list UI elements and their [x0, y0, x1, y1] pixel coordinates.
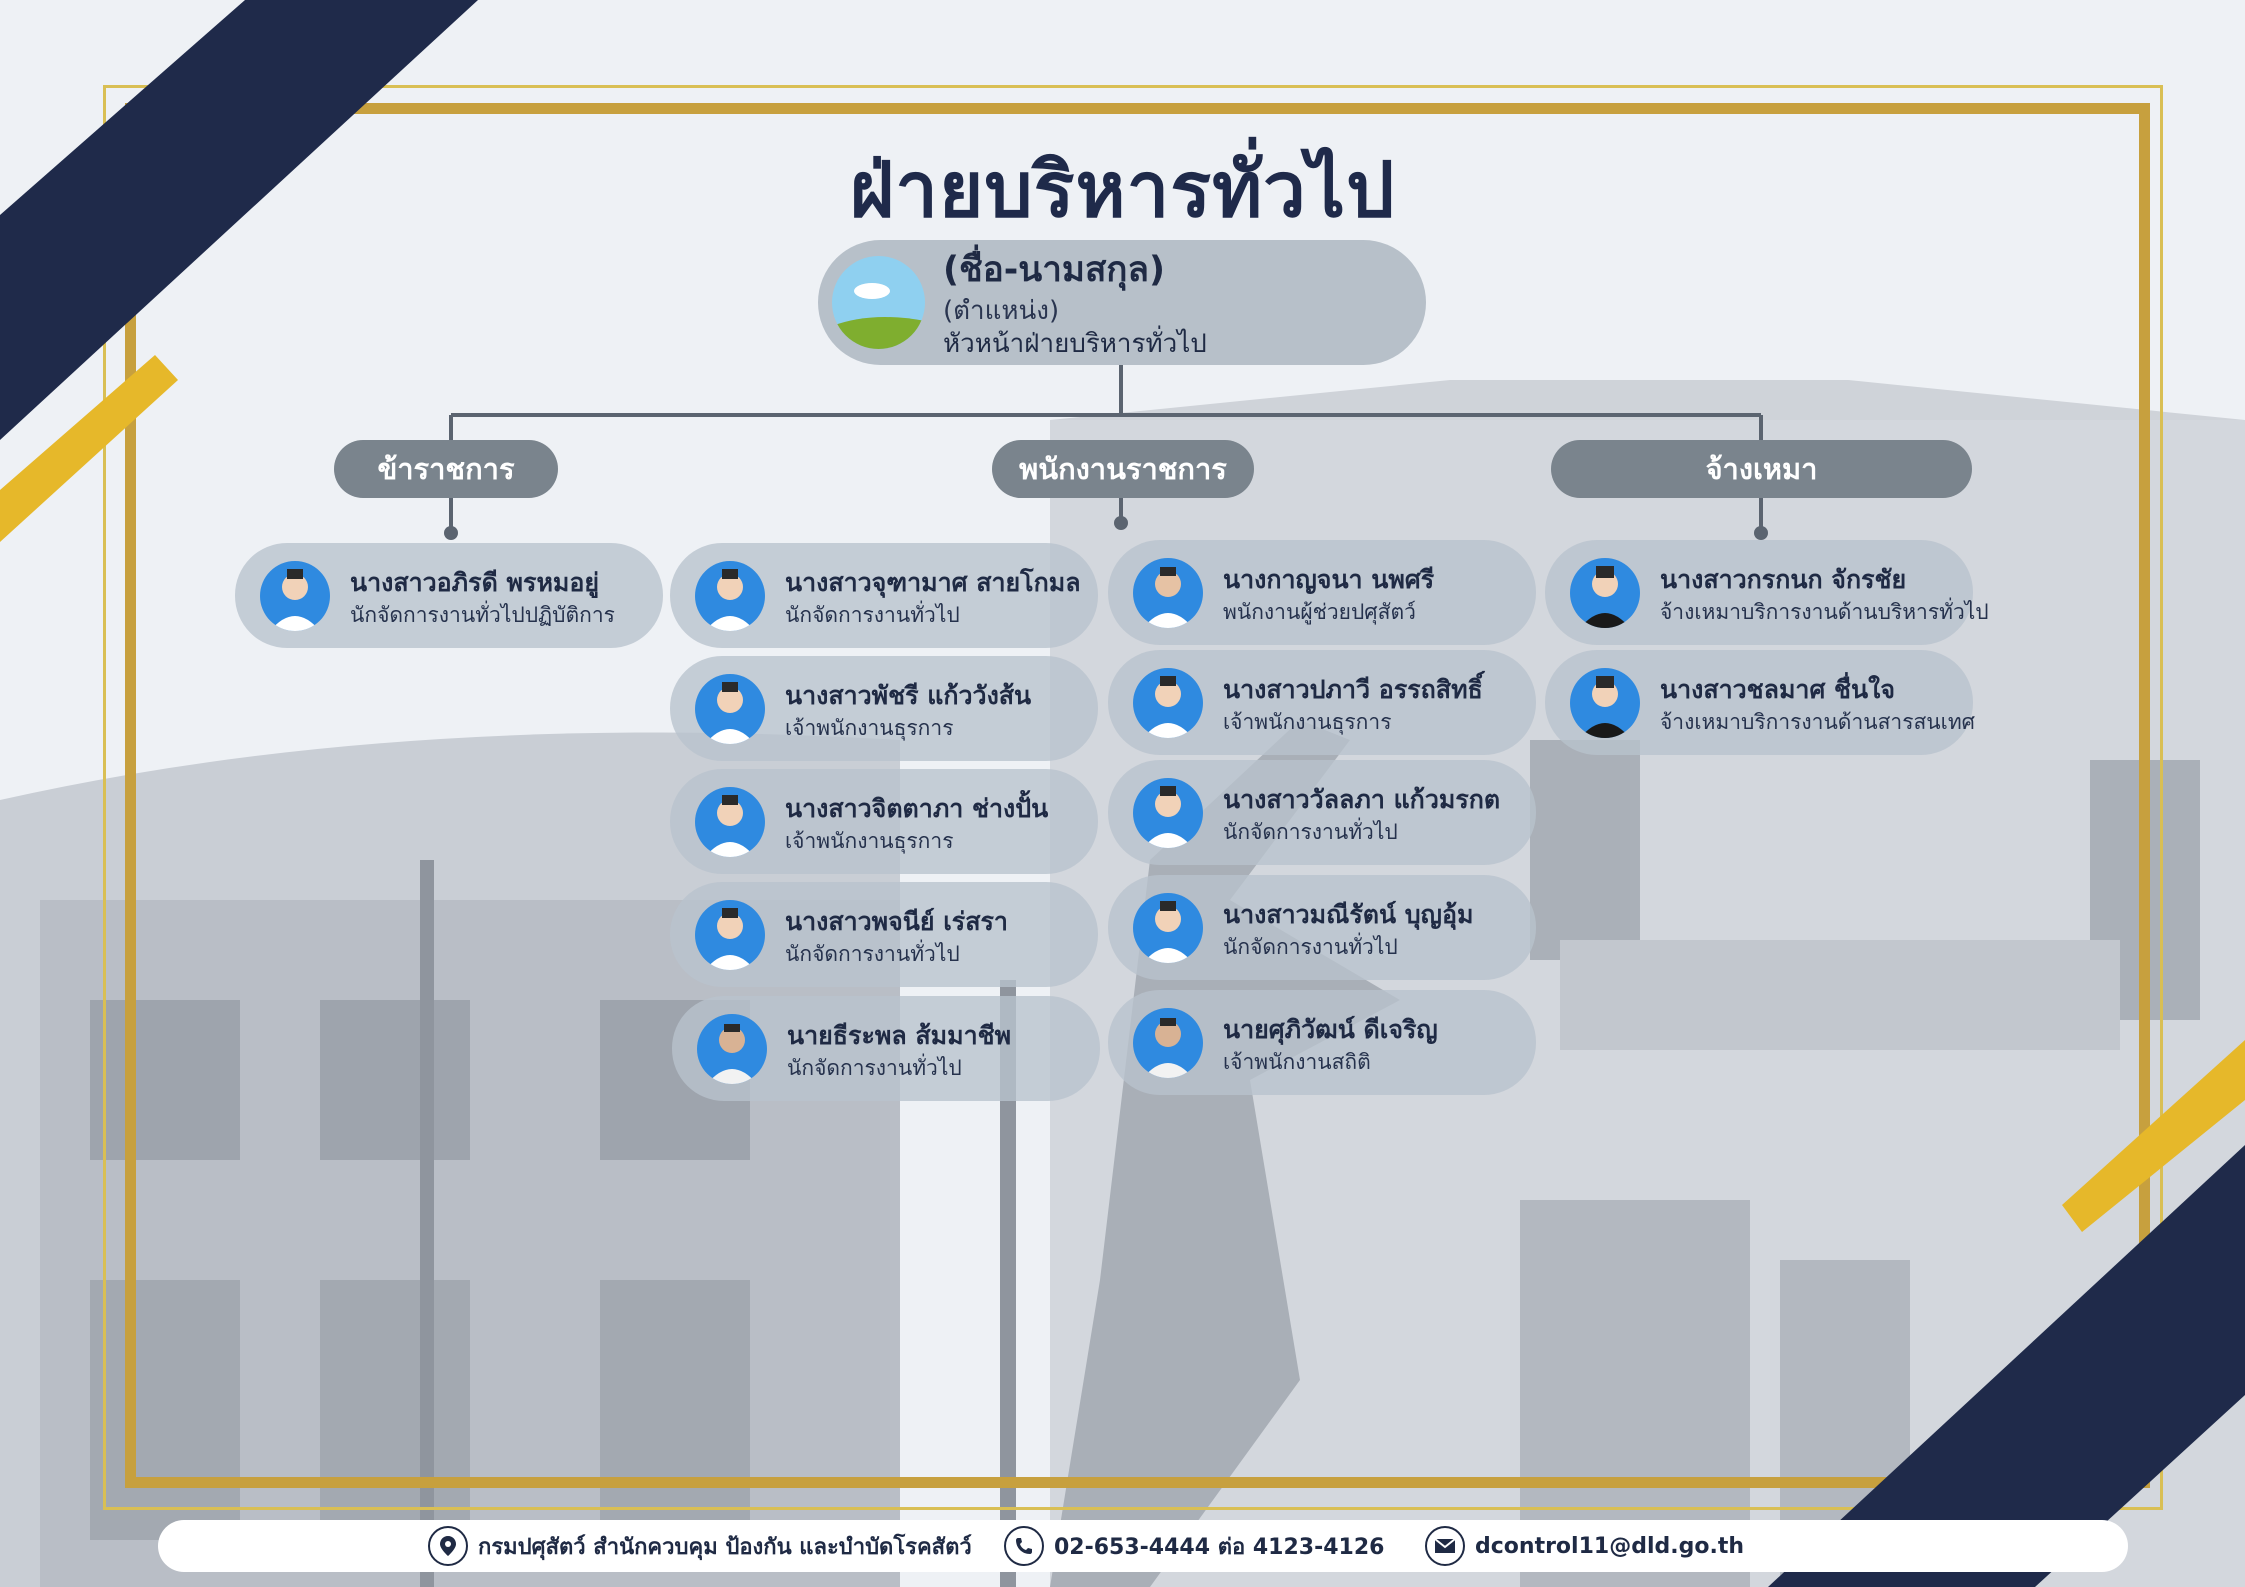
staff-photo-avatar — [695, 674, 765, 744]
staff-name: นางสาวจุฑามาศ สายโกมล — [785, 568, 1081, 597]
staff-name: นางสาวพจนีย์ เร่สรา — [785, 907, 1008, 936]
staff-position: นักจัดการงานทั่วไป — [785, 603, 960, 627]
head-card: (ชื่อ-นามสกุล) (ตำแหน่ง) หัวหน้าฝ่ายบริห… — [818, 240, 1426, 365]
staff-card: นางสาวอภิรดี พรหมอยู่ นักจัดการงานทั่วไป… — [235, 543, 663, 648]
head-placeholder-avatar — [832, 256, 925, 349]
head-name: (ชื่อ-นามสกุล) — [943, 250, 1165, 290]
staff-position: นักจัดการงานทั่วไป — [785, 942, 960, 966]
staff-photo-avatar — [1570, 558, 1640, 628]
staff-position: เจ้าพนักงานสถิติ — [1223, 1050, 1371, 1074]
staff-position: จ้างเหมาบริการงานด้านสารสนเทศ — [1660, 710, 1975, 734]
footer-phone-text: 02-653-4444 ต่อ 4123-4126 — [1054, 1534, 1385, 1560]
staff-position: เจ้าพนักงานธุรการ — [1223, 710, 1392, 734]
head-position: (ตำแหน่ง) — [943, 296, 1060, 326]
staff-name: นายศุภิวัฒน์ ดีเจริญ — [1223, 1015, 1438, 1044]
footer-bar — [158, 1520, 2128, 1572]
staff-photo-avatar — [1133, 1008, 1203, 1078]
footer-address-text: กรมปศุสัตว์ สำนักควบคุม ป้องกัน และบำบัด… — [478, 1534, 972, 1560]
staff-name: นางสาวชลมาศ ชื่นใจ — [1660, 675, 1895, 704]
staff-name: นางสาวมณีรัตน์ บุญอุ้ม — [1223, 900, 1474, 929]
staff-name: นางสาวกรกนก จักรชัย — [1660, 565, 1907, 594]
staff-position: นักจัดการงานทั่วไป — [1223, 935, 1398, 959]
staff-name: นางสาวอภิรดี พรหมอยู่ — [350, 568, 600, 597]
outer-gold-frame — [103, 85, 2163, 1510]
staff-card: นายศุภิวัฒน์ ดีเจริญ เจ้าพนักงานสถิติ — [1108, 990, 1536, 1095]
staff-photo-avatar — [697, 1014, 767, 1084]
staff-name: นางสาวปภาวี อรรถสิทธิ์ — [1223, 675, 1483, 704]
location-pin-icon — [428, 1526, 468, 1566]
envelope-icon — [1425, 1526, 1465, 1566]
staff-card: นางสาวพัชรี แก้ววังส้น เจ้าพนักงานธุรการ — [670, 656, 1098, 761]
group-contract: จ้างเหมา — [1551, 440, 1972, 498]
staff-card: นางสาวจุฑามาศ สายโกมล นักจัดการงานทั่วไป — [670, 543, 1098, 648]
staff-name: นางสาวจิตตาภา ช่างปั้น — [785, 794, 1049, 823]
staff-card: นางสาวกรกนก จักรชัย จ้างเหมาบริการงานด้า… — [1545, 540, 1989, 645]
staff-photo-avatar — [1133, 893, 1203, 963]
staff-photo-avatar — [695, 561, 765, 631]
staff-name: นางสาวพัชรี แก้ววังส้น — [785, 681, 1032, 710]
staff-card: นางสาวชลมาศ ชื่นใจ จ้างเหมาบริการงานด้าน… — [1545, 650, 1975, 755]
staff-position: นักจัดการงานทั่วไปปฏิบัติการ — [350, 603, 615, 627]
staff-photo-avatar — [1570, 668, 1640, 738]
staff-card: นางสาวมณีรัตน์ บุญอุ้ม นักจัดการงานทั่วไ… — [1108, 875, 1536, 980]
staff-card: นางกาญจนา นพศรี พนักงานผู้ช่วยปศุสัตว์ — [1108, 540, 1536, 645]
head-role: หัวหน้าฝ่ายบริหารทั่วไป — [943, 329, 1207, 359]
staff-photo-avatar — [1133, 778, 1203, 848]
staff-name: นายธีระพล ส้มมาชีพ — [787, 1021, 1012, 1050]
staff-position: พนักงานผู้ช่วยปศุสัตว์ — [1223, 600, 1416, 624]
footer-address: กรมปศุสัตว์ สำนักควบคุม ป้องกัน และบำบัด… — [428, 1523, 972, 1569]
group-government-employee: พนักงานราชการ — [992, 440, 1254, 498]
staff-position: นักจัดการงานทั่วไป — [787, 1056, 962, 1080]
footer-email-link[interactable]: dcontrol11@dld.go.th — [1475, 1533, 1744, 1559]
footer-email[interactable]: dcontrol11@dld.go.th — [1425, 1523, 1744, 1569]
footer-phone: 02-653-4444 ต่อ 4123-4126 — [1004, 1523, 1384, 1569]
staff-card: นางสาวพจนีย์ เร่สรา นักจัดการงานทั่วไป — [670, 882, 1098, 987]
staff-photo-avatar — [260, 561, 330, 631]
inner-gold-frame — [125, 103, 2150, 1488]
staff-photo-avatar — [695, 900, 765, 970]
group-civil-servant: ข้าราชการ — [334, 440, 558, 498]
page-title: ฝ่ายบริหารทั่วไป — [849, 145, 1396, 234]
staff-name: นางกาญจนา นพศรี — [1223, 565, 1435, 594]
staff-name: นางสาววัลลภา แก้วมรกต — [1223, 785, 1501, 814]
staff-photo-avatar — [695, 787, 765, 857]
staff-position: นักจัดการงานทั่วไป — [1223, 820, 1398, 844]
staff-position: เจ้าพนักงานธุรการ — [785, 716, 954, 740]
staff-card: นางสาวปภาวี อรรถสิทธิ์ เจ้าพนักงานธุรการ — [1108, 650, 1536, 755]
staff-card: นางสาวจิตตาภา ช่างปั้น เจ้าพนักงานธุรการ — [670, 769, 1098, 874]
staff-photo-avatar — [1133, 558, 1203, 628]
staff-card: นายธีระพล ส้มมาชีพ นักจัดการงานทั่วไป — [672, 996, 1100, 1101]
phone-icon — [1004, 1526, 1044, 1566]
staff-photo-avatar — [1133, 668, 1203, 738]
staff-card: นางสาววัลลภา แก้วมรกต นักจัดการงานทั่วไป — [1108, 760, 1536, 865]
staff-position: เจ้าพนักงานธุรการ — [785, 829, 954, 853]
staff-position: จ้างเหมาบริการงานด้านบริหารทั่วไป — [1660, 600, 1989, 624]
